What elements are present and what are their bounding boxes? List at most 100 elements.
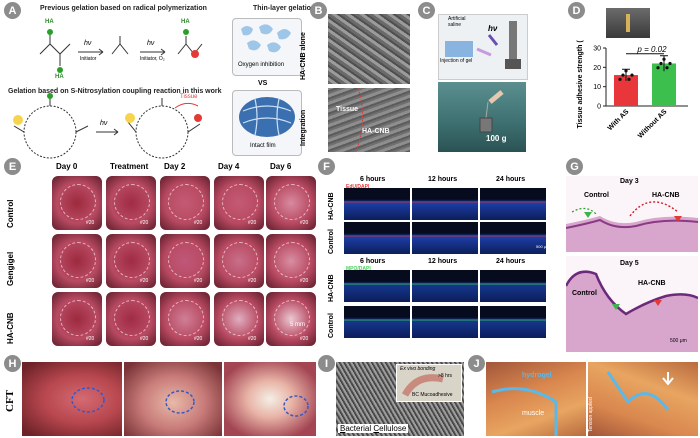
e-col-1: Treatment bbox=[110, 162, 149, 171]
panel-a-thin-layer-title: Thin-layer gelation bbox=[253, 5, 316, 12]
wound-photo: #20 bbox=[266, 176, 316, 230]
ex-vivo-label: Ex vivo bonding bbox=[400, 366, 436, 372]
ex-vivo-inset bbox=[396, 364, 462, 402]
x-tick-label: With AS bbox=[607, 108, 631, 132]
wound-photo: #20 bbox=[214, 176, 264, 230]
fluorescence-image bbox=[412, 306, 478, 338]
fluorescence-image bbox=[344, 222, 410, 254]
wound-tag: #20 bbox=[194, 220, 203, 226]
panel-label-c: C bbox=[418, 2, 435, 19]
data-point bbox=[665, 66, 669, 70]
f-col-label: 6 hours bbox=[360, 176, 386, 183]
fluorescence-image bbox=[344, 270, 410, 302]
wound-tag: #20 bbox=[140, 220, 149, 226]
fluorescence-image bbox=[480, 188, 546, 220]
sem-image-alone bbox=[328, 14, 410, 84]
ring-2-red bbox=[194, 114, 202, 122]
fluorescence-image bbox=[480, 270, 546, 302]
hrs-label: >8 hrs bbox=[438, 373, 453, 379]
wound-photo: #20 bbox=[160, 234, 210, 288]
ring-1-yellow bbox=[13, 115, 23, 125]
wound-photo: #20 bbox=[52, 292, 102, 346]
wound-tag: #20 bbox=[140, 336, 149, 342]
wound-tag: #20 bbox=[86, 336, 95, 342]
bc-caption-c: C bbox=[373, 424, 380, 433]
y-tick-label: 0 bbox=[597, 104, 601, 111]
panel-label-a: A bbox=[4, 2, 21, 19]
panel-a-ha-label-2: HA bbox=[55, 74, 64, 80]
wound-tag: #20 bbox=[194, 278, 203, 284]
panel-label-g: G bbox=[566, 158, 583, 175]
sem-tissue-label: Tissue bbox=[336, 106, 359, 113]
e-row-2: HA-CNB bbox=[6, 312, 15, 344]
panel-a-hv-1: hν bbox=[84, 40, 92, 47]
g-day5-label: Day 5 bbox=[620, 260, 639, 267]
e-col-3: Day 4 bbox=[218, 162, 240, 171]
data-point bbox=[659, 61, 663, 66]
ring-2-yellow bbox=[125, 113, 135, 123]
bc-mucoadhesive-label: BC Mucoadhesive bbox=[412, 392, 453, 398]
panel-label-h: H bbox=[4, 355, 21, 372]
wound-tag: #20 bbox=[248, 336, 257, 342]
wound-tag: #20 bbox=[300, 220, 309, 226]
hydrogel-label: hydrogel bbox=[522, 372, 552, 379]
e-col-0: Day 0 bbox=[56, 162, 78, 171]
cft-label: CFT bbox=[4, 390, 16, 412]
data-point bbox=[627, 77, 631, 81]
oral-photo-1 bbox=[22, 362, 122, 436]
monomer-top bbox=[39, 34, 71, 66]
data-point bbox=[621, 73, 625, 77]
f-col-label: 24 hours bbox=[496, 258, 526, 265]
ha-node-bottom bbox=[57, 67, 63, 73]
muscle-label: muscle bbox=[522, 410, 545, 417]
no-tension-label: No tension bbox=[474, 404, 480, 428]
oxygen-inhibition-label: Oxygen inhibition bbox=[238, 62, 285, 68]
bc-caption-b: B bbox=[340, 424, 346, 433]
tension-photo-1 bbox=[486, 362, 586, 436]
panel-a-heading-radical: Previous gelation based on radical polym… bbox=[40, 5, 207, 12]
fluorescence-image bbox=[480, 306, 546, 338]
panel-a-ha-label-1: HA bbox=[45, 19, 54, 25]
ring-2-chain bbox=[127, 98, 201, 133]
injection-label: Injection of gel bbox=[440, 58, 473, 64]
wound-tag: #20 bbox=[300, 278, 309, 284]
intact-film-box bbox=[232, 90, 302, 156]
methacrylate-group bbox=[111, 36, 129, 55]
e-col-4: Day 6 bbox=[270, 162, 292, 171]
panel-f-scale-2: 500 μm bbox=[536, 340, 550, 345]
panel-e-scale: 5 mm bbox=[290, 322, 305, 328]
f-row-label: Control bbox=[328, 313, 335, 338]
g-scale: 500 μm bbox=[670, 338, 687, 344]
e-row-0: Control bbox=[6, 199, 15, 228]
sem-label-alone: HA-CNB alone bbox=[300, 32, 307, 80]
wound-photo: #20 bbox=[52, 176, 102, 230]
adhesion-photo-d bbox=[606, 8, 650, 38]
wound-photo: #20 bbox=[106, 292, 156, 346]
wound-tag: #20 bbox=[248, 220, 257, 226]
data-point bbox=[656, 66, 660, 70]
wound-tag: #20 bbox=[300, 336, 309, 342]
ha-node-right bbox=[183, 29, 189, 35]
sem-image-integration bbox=[328, 88, 410, 152]
weight-photo bbox=[438, 82, 526, 152]
y-tick-label: 30 bbox=[593, 46, 601, 53]
bc-caption-rest2: ellulose bbox=[379, 424, 407, 433]
f-col-label: 12 hours bbox=[428, 258, 458, 265]
panel-label-d: D bbox=[568, 2, 585, 19]
histology-day5 bbox=[566, 256, 698, 352]
wound-tag: #20 bbox=[86, 220, 95, 226]
panel-label-i: I bbox=[318, 355, 335, 372]
sem-label-integration: Integration bbox=[300, 109, 307, 146]
f-col-label: 6 hours bbox=[360, 258, 386, 265]
wound-tag: #20 bbox=[248, 278, 257, 284]
tension-photo-2 bbox=[588, 362, 698, 436]
wound-tag: #20 bbox=[86, 278, 95, 284]
e-row-1: Gengigel bbox=[6, 251, 15, 286]
vs-label: VS bbox=[258, 80, 268, 87]
tissue-bracket bbox=[174, 102, 199, 109]
sem-hacnb-label: HA-CNB bbox=[362, 128, 390, 135]
f-row-label: HA-CNB bbox=[328, 192, 335, 220]
panel-a-initiator: Initiator bbox=[80, 56, 97, 62]
wound-tag: #20 bbox=[140, 278, 149, 284]
